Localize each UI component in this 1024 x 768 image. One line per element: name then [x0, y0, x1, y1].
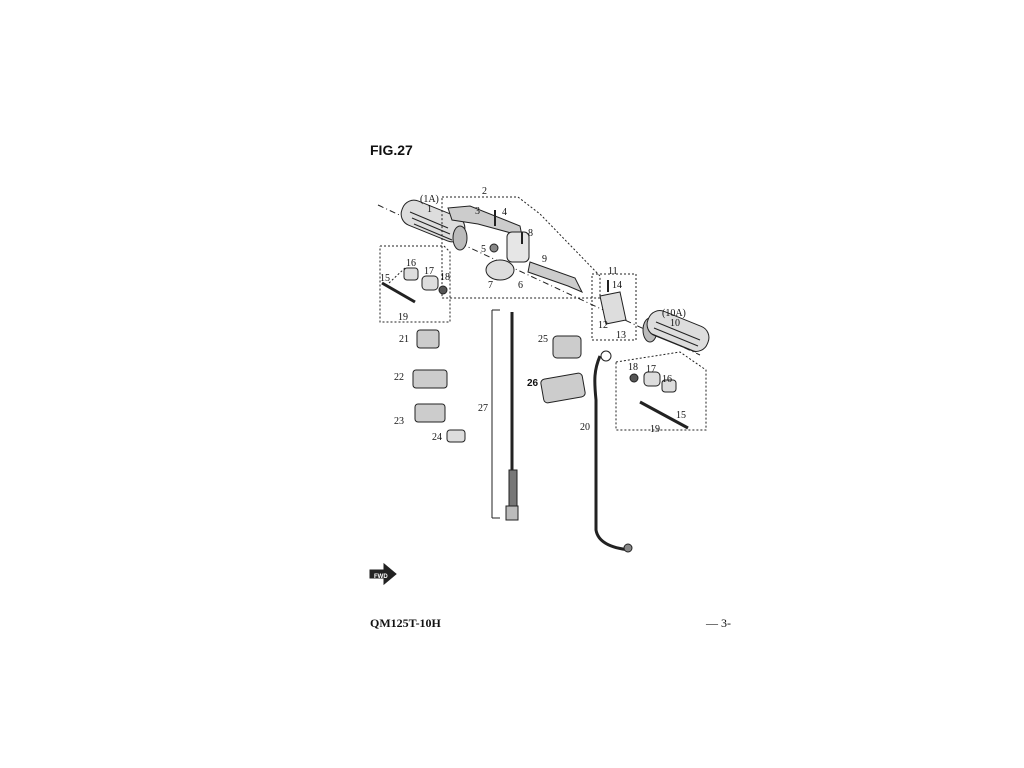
part-label-10A: (10A): [662, 308, 686, 319]
left-grip: [400, 199, 468, 251]
part-label-10: 10: [670, 318, 680, 329]
part-label-20: 20: [580, 422, 590, 433]
part-label-11: 11: [608, 266, 618, 277]
part-label-21: 21: [399, 334, 409, 345]
part-label-8: 8: [528, 228, 533, 239]
part-label-24: 24: [432, 432, 442, 443]
part-label-2: 2: [482, 186, 487, 197]
part-label-4: 4: [502, 207, 507, 218]
part-label-1: 1: [427, 204, 432, 215]
switch-25: [552, 335, 582, 359]
brake-cable-27: [491, 309, 519, 521]
part-label-14: 14: [612, 280, 622, 291]
part-label-6: 6: [518, 280, 523, 291]
part-label-26: 26: [527, 378, 539, 389]
part-label-17-right: 17: [646, 364, 656, 375]
model-number: QM125T-10H: [370, 616, 441, 630]
throttle-cable-20: [593, 350, 633, 553]
part-label-5: 5: [481, 244, 486, 255]
part-label-19-right: 19: [650, 424, 660, 435]
part-label-15-left: 15: [380, 273, 390, 284]
right-bar-end-set: [615, 351, 707, 431]
part-label-9: 9: [542, 254, 547, 265]
page-number: — 3-: [706, 616, 731, 630]
part-label-3: 3: [475, 206, 480, 217]
switch-22: [412, 369, 448, 389]
switch-26: [540, 372, 586, 404]
left-bar-end-set: [379, 245, 451, 323]
part-label-16-left: 16: [406, 258, 416, 269]
part-label-27: 27: [478, 403, 488, 414]
fwd-label: FWD: [374, 574, 388, 580]
figure-title: FIG.27: [370, 142, 413, 158]
part-label-17-left: 17: [424, 266, 434, 277]
part-label-16-right: 16: [662, 374, 672, 385]
part-label-22: 22: [394, 372, 404, 383]
part-label-18-right: 18: [628, 362, 638, 373]
lever-assembly-box: [441, 196, 601, 299]
fwd-arrow-icon: [369, 562, 397, 586]
part-label-15-right: 15: [676, 410, 686, 421]
part-label-12: 12: [598, 320, 608, 331]
part-label-23: 23: [394, 416, 404, 427]
throttle-housing-box: [591, 273, 637, 341]
switch-21: [416, 329, 440, 349]
right-grip: [642, 310, 710, 353]
part-label-13: 13: [616, 330, 626, 341]
part-label-19-left: 19: [398, 312, 408, 323]
part-label-1A: (1A): [420, 194, 439, 205]
switch-23: [414, 403, 446, 423]
part-label-7: 7: [488, 280, 493, 291]
part-label-25: 25: [538, 334, 548, 345]
part-label-18-left: 18: [440, 272, 450, 283]
switch-24: [446, 429, 466, 443]
